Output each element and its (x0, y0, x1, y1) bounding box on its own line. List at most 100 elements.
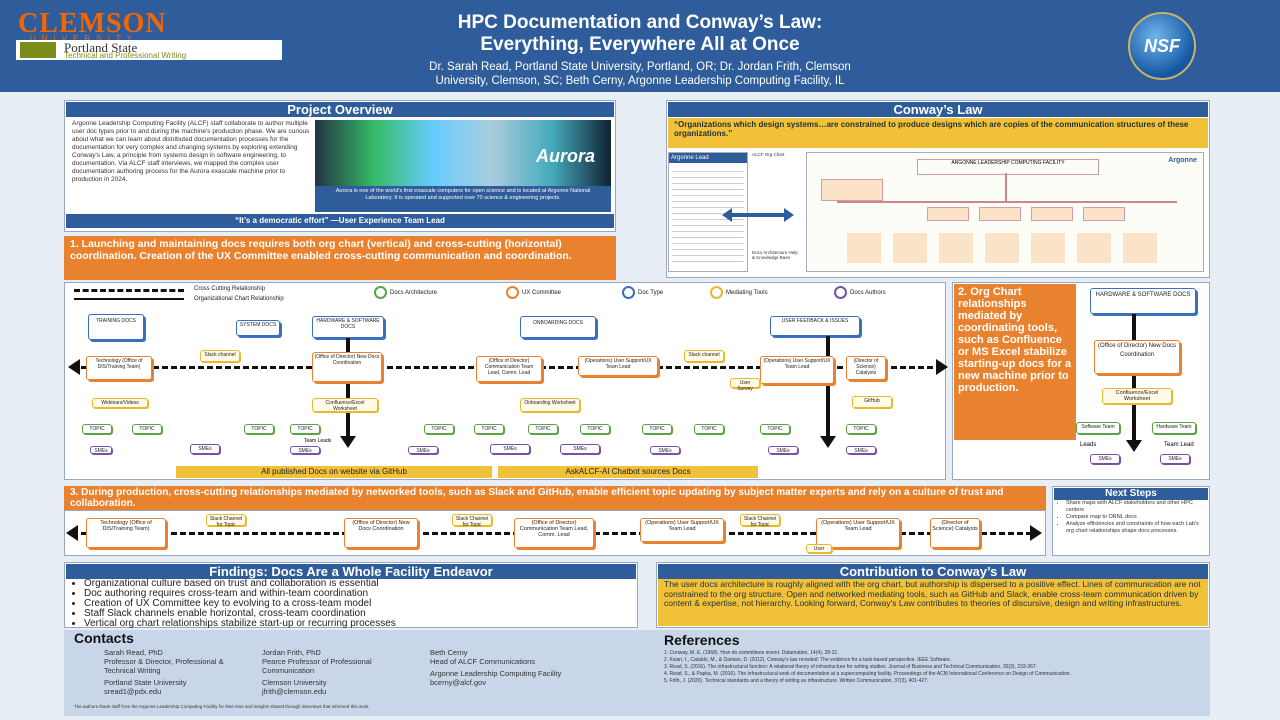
s3-node-new-docs: (Office of Director) New Docs Coordinati… (344, 518, 418, 548)
topic-node: TOPIC (290, 424, 320, 434)
conways-law-title: Conway’s Law (668, 102, 1208, 117)
findings-title: Findings: Docs Are a Whole Facility Ende… (66, 564, 636, 579)
section2-smes-2: SMEs (1160, 454, 1190, 464)
reference-item: 1. Conway, M. E. (1968). How do committe… (664, 650, 839, 656)
alcf-org-chart: ARGONNE LEADERSHIP COMPUTING FACILITY Ar… (806, 152, 1204, 272)
psu-mark-icon (20, 42, 56, 58)
psu-logo-text: Portland State (64, 40, 138, 55)
tool-onboarding: Onboarding Worksheet (520, 398, 580, 412)
tool-slack: Slack channel (200, 350, 240, 362)
alignment-arrow (728, 213, 784, 217)
legend-dot-icon (834, 286, 847, 299)
section3-heading: 3. During production, cross-cutting rela… (64, 486, 1046, 510)
contact-email[interactable]: jfrith@clemson.edu (262, 687, 327, 696)
arrow-right-icon (1030, 525, 1042, 541)
findings-list: Organizational culture based on trust an… (70, 579, 636, 629)
conway-quote: “Organizations which design systems…are … (668, 118, 1208, 148)
contact-org: Portland State University (104, 678, 187, 687)
ux-node-technology: Technology (Office of DIS/Training Team) (86, 356, 152, 380)
section2-leads-label: Leads (1080, 442, 1097, 448)
contact-role: Professor & Director, Professional & Tec… (104, 657, 224, 675)
legend-dot-icon (710, 286, 723, 299)
contact-frith: Jordan Frith, PhD Pearce Professor of Pr… (262, 648, 412, 696)
reference-item: 3. Read, S. (2016). The infrastructural … (664, 664, 1038, 670)
published-docs-bar: All published Docs on website via GitHub (176, 466, 492, 478)
alcf-org-label: ALCF Org Chart (752, 152, 785, 157)
topic-node: TOPIC (580, 424, 610, 434)
topic-node: TOPIC (694, 424, 724, 434)
topic-node: TOPIC (528, 424, 558, 434)
s3-node-catalysts: (Director of Science) Catalysts (930, 518, 980, 548)
finding-item: Organizational culture based on trust an… (84, 579, 636, 589)
chatbot-docs-bar: AskALCF-AI Chatbot sources Docs (498, 466, 758, 478)
ux-node-user-support: (Operations) User Support/UX Team Lead (578, 356, 658, 376)
sme-node: SMEs (490, 444, 530, 454)
argonne-logo: Argonne (1168, 157, 1197, 164)
org-chart-rail (837, 201, 1177, 203)
topic-node: TOPIC (244, 424, 274, 434)
arrow-right-icon (936, 359, 948, 375)
contact-read: Sarah Read, PhD Professor & Director, Pr… (104, 648, 254, 696)
org-box (1031, 207, 1073, 221)
topic-node: TOPIC (760, 424, 790, 434)
doc-type-hardware-software: HARDWARE & SOFTWARE DOCS (312, 316, 384, 338)
doc-type-training: TRAINING DOCS (88, 314, 144, 340)
arrow-down-icon (1126, 440, 1142, 452)
legend-dot-icon (622, 286, 635, 299)
legend-cross-cutting: Cross Cutting Relationship (194, 286, 266, 292)
section2-ux-node: (Office of Director) New Docs Coordinati… (1094, 340, 1180, 374)
s3-node-user-support-2: (Operations) User Support/UX Team Lead (816, 518, 900, 548)
doc-type-system: SYSTEM DOCS (236, 320, 280, 336)
org-line (346, 338, 350, 438)
contact-cerny: Beth Cerny Head of ALCF Communications A… (430, 648, 640, 687)
topic-node: TOPIC (642, 424, 672, 434)
contact-email[interactable]: sread1@pdx.edu (104, 687, 162, 696)
s3-node-communication: (Office of Director) Communication Team … (514, 518, 594, 548)
org-box (1083, 207, 1125, 221)
tool-slack-2: Slack channel (684, 350, 724, 362)
section2-doc-type: HARDWARE & SOFTWARE DOCS (1090, 288, 1196, 314)
sme-node: SMEs (560, 444, 600, 454)
contact-role: Pearce Professor of Professional Communi… (262, 657, 372, 675)
ux-node-user-support-2: (Operations) User Support/UX Team Lead (760, 356, 834, 384)
arrow-left-icon (722, 208, 732, 222)
contact-name: Jordan Frith, PhD (262, 648, 321, 657)
org-chart-title: ARGONNE LEADERSHIP COMPUTING FACILITY (917, 159, 1099, 175)
section2-heading: 2. Org Chart relationships mediated by c… (954, 284, 1076, 440)
tool-github: GitHub (852, 396, 892, 408)
legend-solid-line (74, 298, 184, 300)
clemson-logo-sub: UNIVERSITY (30, 34, 139, 43)
topic-node: TOPIC (132, 424, 162, 434)
acknowledgement: The authors thank staff from the Argonne… (74, 704, 370, 709)
legend-org-chart: Organizational Chart Relationship (194, 296, 284, 302)
doc-type-user-feedback: USER FEEDBACK & ISSUES (770, 316, 860, 336)
references-title: References (664, 632, 740, 648)
title-line1: HPC Documentation and Conway’s Law: (457, 12, 823, 33)
org-chart-stem (1005, 173, 1007, 203)
legend-mediating-tools: Mediating Tools (710, 286, 768, 299)
clemson-logo: CLEMSON (18, 8, 167, 39)
contribution-title: Contribution to Conway’s Law (658, 564, 1208, 579)
authors-line2: University, Clemson, SC; Beth Cerny, Arg… (435, 75, 845, 87)
legend-dash-line (74, 289, 184, 292)
org-box (821, 179, 883, 201)
poster-title: HPC Documentation and Conway’s Law: Ever… (280, 12, 1000, 56)
contact-email[interactable]: bcerny@alcf.gov (430, 678, 486, 687)
ux-node-new-docs: (Office of Director) New Docs Coordinati… (312, 352, 382, 382)
contacts-title: Contacts (74, 630, 134, 646)
sme-node: SMEs (190, 444, 220, 454)
legend-label: UX Committee (522, 290, 562, 297)
legend-label: Docs Architecture (390, 290, 438, 297)
contribution-body: The user docs architecture is roughly al… (658, 579, 1208, 626)
s3-node-technology: Technology (Office of DIS/Training Team) (86, 518, 166, 548)
legend-dot-icon (374, 286, 387, 299)
sme-node: SMEs (768, 446, 798, 454)
topic-node: TOPIC (82, 424, 112, 434)
docs-sidebar-screenshot: Argonne Lead (668, 152, 748, 272)
sme-node: SMEs (846, 446, 876, 454)
authors-line1: Dr. Sarah Read, Portland State Universit… (429, 61, 851, 73)
reference-item: 5. Frith, J. (2020). Technical standards… (664, 678, 929, 684)
legend-docs-architecture: Docs Architecture (374, 286, 437, 299)
org-box (979, 207, 1021, 221)
next-steps-title: Next Steps (1054, 488, 1208, 500)
